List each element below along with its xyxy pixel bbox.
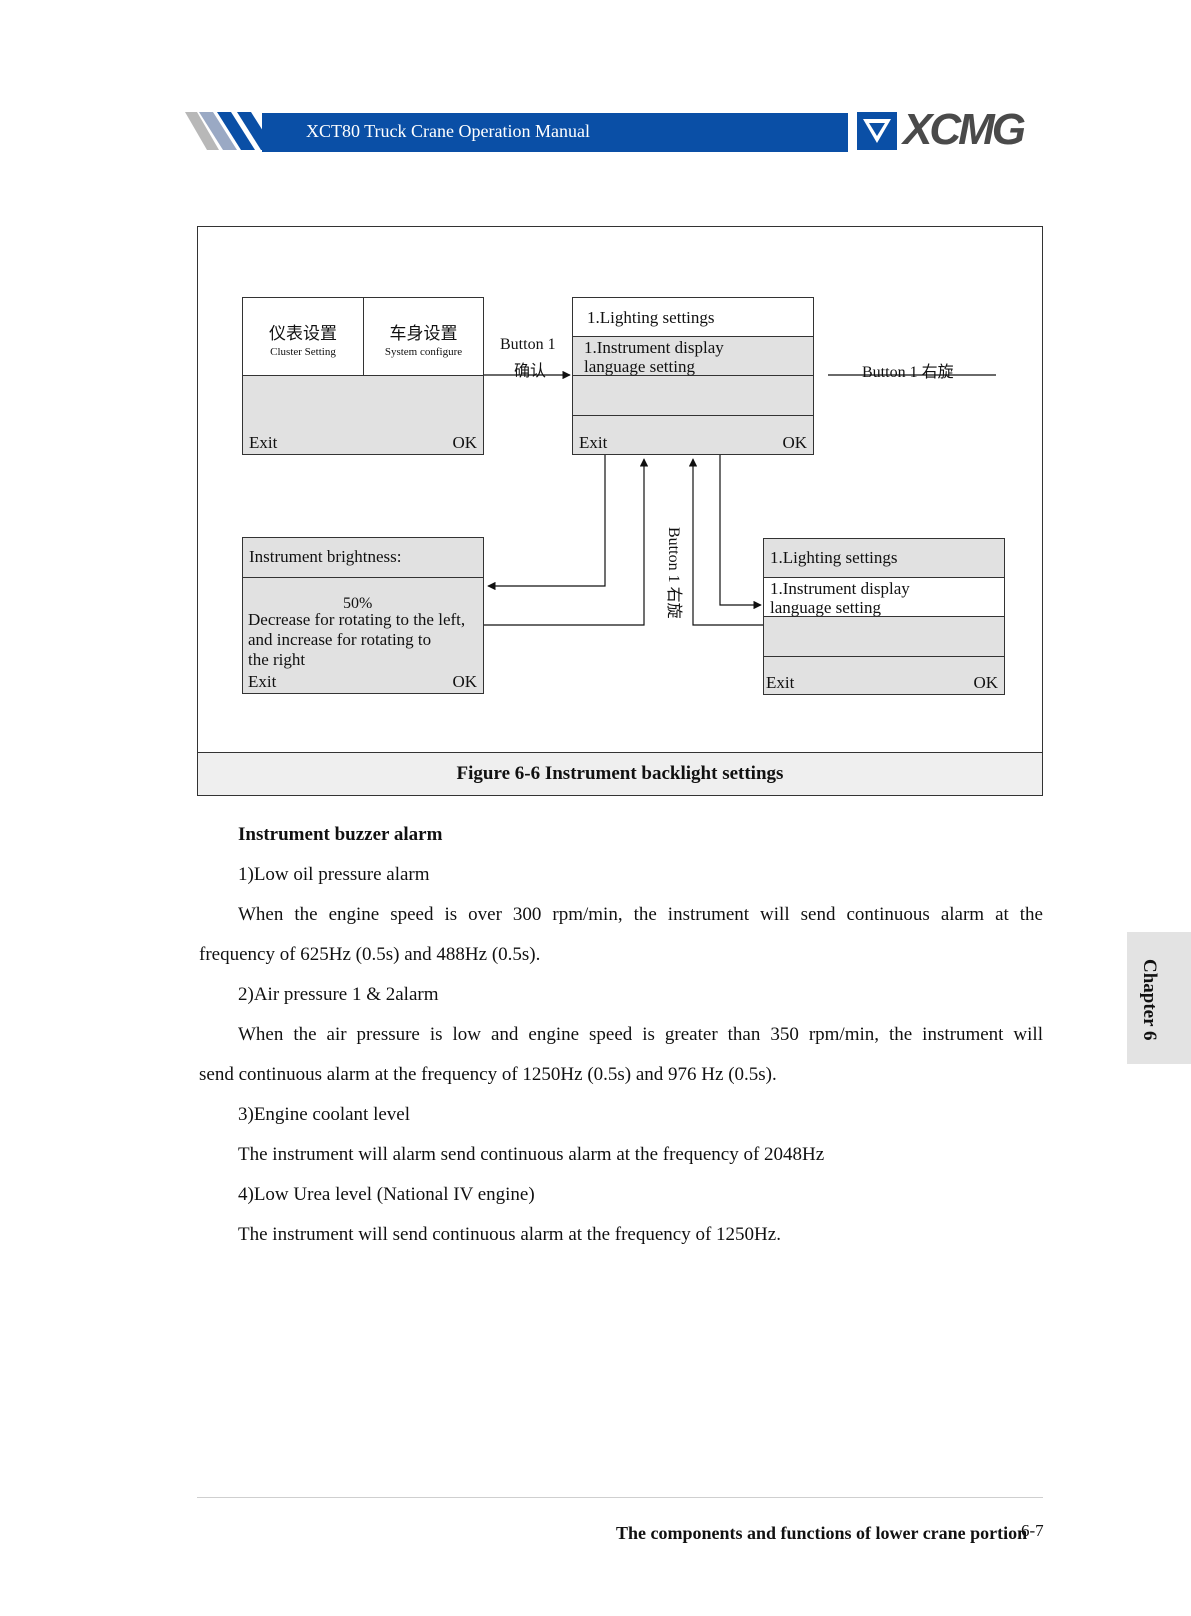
ok-label[interactable]: OK — [973, 673, 998, 692]
lighting-menu-panel-2: 1.Lighting settings 1.Instrument display… — [763, 538, 1005, 695]
section-heading: Instrument buzzer alarm — [238, 824, 443, 845]
exit-label[interactable]: Exit — [248, 672, 277, 691]
menu-item-language-line1: 1.Instrument display — [584, 338, 724, 357]
xcmg-logo-icon — [857, 112, 897, 150]
tab-cluster-setting[interactable]: 仪表设置 Cluster Setting — [243, 298, 364, 376]
item1-line2: frequency of 625Hz (0.5s) and 488Hz (0.5… — [199, 944, 541, 965]
item4-title: 4)Low Urea level (National IV engine) — [238, 1184, 535, 1205]
figure-frame: 仪表设置 Cluster Setting 车身设置 System configu… — [197, 226, 1043, 796]
menu-item-language[interactable]: 1.Instrument display language setting — [764, 578, 1004, 617]
menu-item-language-line2: language setting — [770, 598, 881, 617]
brightness-hint-line3: the right — [248, 650, 306, 669]
brightness-hint-line2: and increase for rotating to — [248, 630, 432, 649]
lighting-menu-panel: 1.Lighting settings 1.Instrument display… — [572, 297, 814, 455]
chapter-tab — [1127, 932, 1191, 1064]
tab-system-configure[interactable]: 车身设置 System configure — [364, 298, 483, 376]
manual-title: XCT80 Truck Crane Operation Manual — [306, 121, 590, 141]
tab-system-cn: 车身设置 — [389, 324, 458, 343]
item4-line1: The instrument will send continuous alar… — [238, 1224, 781, 1245]
ok-label[interactable]: OK — [452, 672, 477, 691]
menu-item-language[interactable]: 1.Instrument display language setting — [573, 337, 813, 376]
item2-line1: When the air pressure is low and engine … — [238, 1024, 1043, 1045]
ok-label[interactable]: OK — [782, 433, 807, 452]
tab-cluster-en: Cluster Setting — [270, 346, 336, 358]
button1-confirm-cn: 确认 — [514, 363, 547, 380]
item2-title: 2)Air pressure 1 & 2alarm — [238, 984, 439, 1005]
menu-item-lighting[interactable]: 1.Lighting settings — [573, 298, 813, 337]
tab-system-en: System configure — [384, 346, 463, 358]
item2-line2: send continuous alarm at the frequency o… — [199, 1064, 777, 1085]
item1-title: 1)Low oil pressure alarm — [238, 864, 430, 885]
exit-label[interactable]: Exit — [579, 433, 608, 452]
brightness-hint-line1: Decrease for rotating to the left, — [248, 610, 466, 629]
item3-title: 3)Engine coolant level — [238, 1104, 410, 1125]
item3-line1: The instrument will alarm send continuou… — [238, 1144, 825, 1165]
button1-right-label: Button 1 右旋 — [862, 364, 954, 381]
brand-wordmark: XCMG — [903, 105, 1026, 154]
flow-arrows — [484, 370, 996, 626]
row-divider — [573, 415, 813, 416]
footer-title: The components and functions of lower cr… — [616, 1523, 1028, 1543]
tab-cluster-cn: 仪表设置 — [269, 324, 337, 343]
menu-item-lighting[interactable]: 1.Lighting settings — [764, 539, 1004, 578]
figure-caption: Figure 6-6 Instrument backlight settings — [198, 752, 1042, 795]
button1-confirm-label: Button 1 — [500, 336, 556, 353]
brightness-value: 50% — [343, 595, 373, 612]
exit-label[interactable]: Exit — [766, 673, 795, 692]
chapter-tab-label: Chapter 6 — [1139, 959, 1160, 1041]
item1-line1: When the engine speed is over 300 rpm/mi… — [238, 904, 1043, 925]
brightness-panel: Instrument brightness: 50% Decrease for … — [242, 537, 484, 694]
menu-item-language-line1: 1.Instrument display — [770, 579, 910, 598]
settings-menu-panel: 仪表设置 Cluster Setting 车身设置 System configu… — [242, 297, 484, 455]
brightness-title: Instrument brightness: — [243, 538, 483, 578]
row-divider — [764, 656, 1004, 657]
page-number: 6-7 — [1021, 1521, 1044, 1540]
footer-rule — [197, 1497, 1043, 1498]
menu-item-language-line2: language setting — [584, 357, 695, 376]
header-bar — [262, 113, 848, 152]
exit-label[interactable]: Exit — [249, 433, 278, 452]
ok-label[interactable]: OK — [452, 433, 477, 452]
